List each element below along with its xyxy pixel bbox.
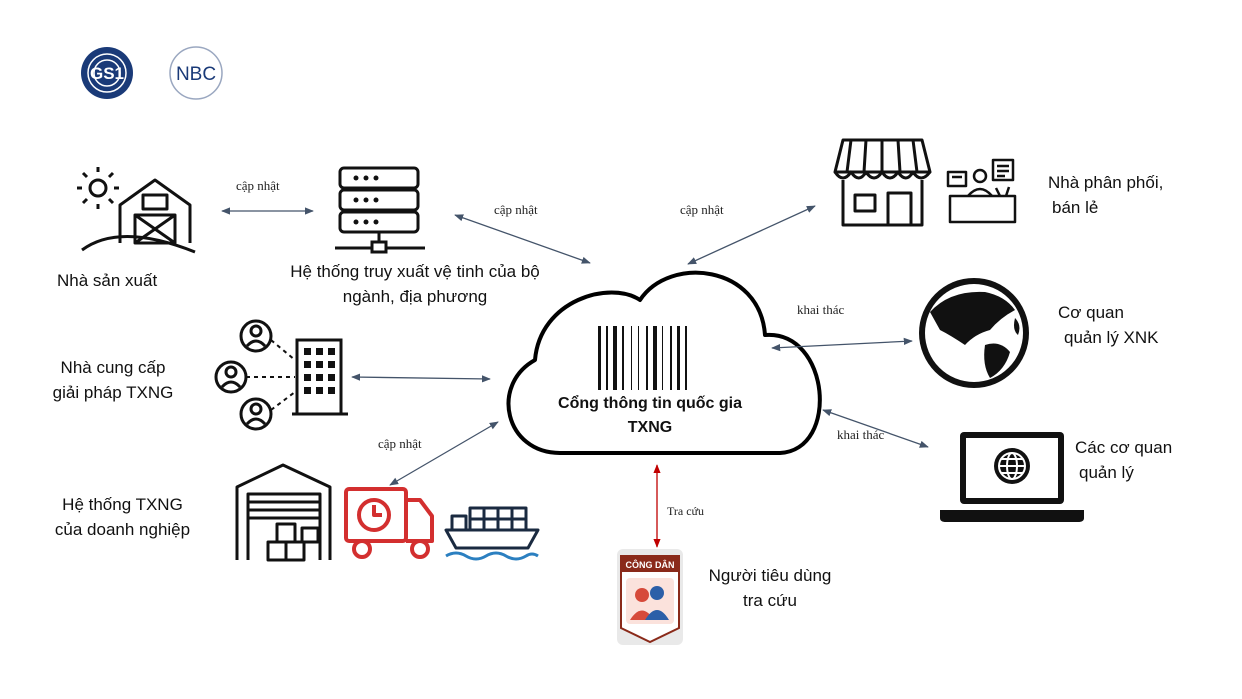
farm-icon: [77, 167, 196, 254]
label-distributor: Nhà phân phối, bán lẻ: [1048, 173, 1164, 217]
label-solution-provider: Nhà cung cấp giải pháp TXNG: [52, 358, 174, 402]
label-enterprise-system: Hệ thống TXNG của doanh nghiệp: [54, 495, 191, 539]
label-export-agency: Cơ quan quản lý XNK: [1058, 303, 1159, 347]
container-ship-icon: [444, 506, 540, 561]
citizen-badge-text: CÔNG DÂN: [626, 559, 675, 570]
edge-label-cloud-distributor: cập nhật: [680, 202, 724, 217]
warehouse-icon: [235, 463, 332, 562]
edge-label-producer-satellite: cập nhật: [236, 178, 280, 193]
arrow-cloud-distributor: [687, 205, 816, 265]
nbc-logo: NBC: [169, 46, 223, 100]
delivery-truck-icon: [344, 487, 434, 559]
nbc-logo-text: NBC: [176, 64, 216, 85]
label-management-agencies: Các cơ quan quản lý: [1075, 438, 1173, 482]
laptop-icon: [940, 432, 1084, 522]
globe-icon: [919, 278, 1029, 388]
edge-label-cloud-export: khai thác: [797, 302, 845, 317]
gs1-logo-text: GS1: [90, 64, 124, 83]
label-producer: Nhà sản xuất: [57, 271, 158, 290]
cashier-icon: [946, 158, 1017, 224]
arrow-cloud-export: [771, 337, 913, 352]
gs1-logo: GS1: [81, 47, 133, 99]
server-icon: [335, 166, 425, 254]
arrow-satellite-cloud: [454, 214, 591, 264]
citizen-app-badge: CÔNG DÂN: [617, 549, 683, 645]
arrow-cloud-enterprise: [389, 421, 499, 486]
edge-label-cloud-consumer: Tra cứu: [667, 504, 705, 518]
shop-icon: [833, 138, 932, 227]
arrow-cloud-agencies: [822, 409, 929, 448]
edge-label-cloud-agencies: khai thác: [837, 427, 885, 442]
connectors: [221, 205, 929, 548]
edge-label-satellite-cloud: cập nhật: [494, 202, 538, 217]
barcode-icon: [598, 326, 687, 390]
people-building-icon: [214, 319, 348, 431]
cloud-portal: [506, 270, 822, 455]
label-consumer: Người tiêu dùng tra cứu: [708, 566, 832, 610]
edge-label-cloud-enterprise: cập nhật: [378, 436, 422, 451]
arrow-solution-cloud: [351, 373, 491, 383]
cloud-title: Cổng thông tin quốc gia TXNG: [558, 395, 742, 436]
label-satellite-system: Hệ thống truy xuất vệ tinh của bộ ngành,…: [290, 262, 540, 306]
